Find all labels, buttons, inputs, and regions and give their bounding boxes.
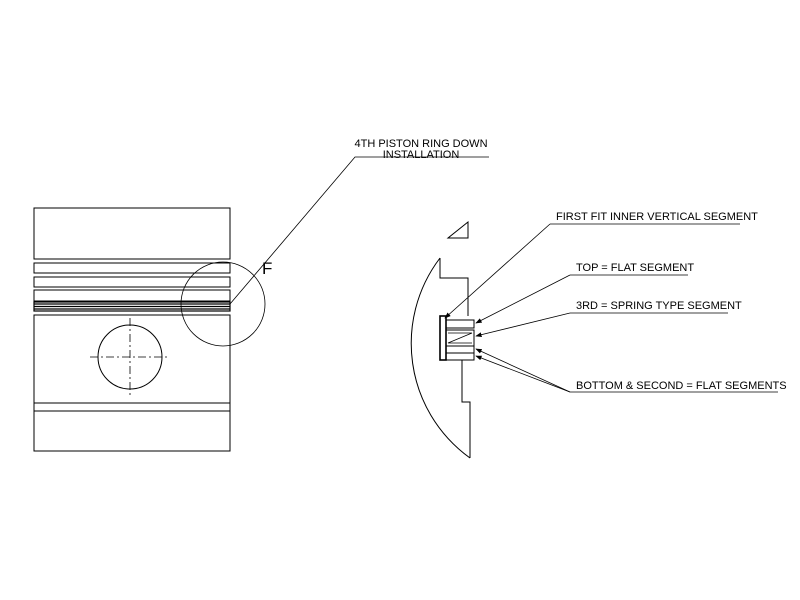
detail-letter: F <box>262 259 272 278</box>
third-leader <box>475 312 571 338</box>
top-label: TOP = FLAT SEGMENT <box>576 262 694 274</box>
inner-vertical-segment <box>439 315 447 361</box>
ring-land-3 <box>33 289 231 302</box>
bottom-leader <box>475 355 571 393</box>
second-leader <box>475 348 571 393</box>
first-fit-label: FIRST FIT INNER VERTICAL SEGMENT <box>556 211 758 223</box>
first-fit-leader <box>444 223 551 319</box>
detail-f-section <box>410 220 475 459</box>
piston-side-view <box>33 207 266 452</box>
installation-label-line1: 4TH PISTON RING DOWN <box>354 138 487 150</box>
section-outer-arc <box>410 257 471 459</box>
ring-land-2 <box>33 276 231 288</box>
top-leader <box>475 274 571 324</box>
third-label: 3RD = SPRING TYPE SEGMENT <box>576 300 742 312</box>
bottom-flat-segment <box>445 352 475 361</box>
second-flat-segment <box>445 345 475 354</box>
section-lower-profile <box>461 359 471 458</box>
piston-bottom <box>33 410 231 452</box>
installation-label-line2: INSTALLATION <box>383 149 460 161</box>
ring-land-1 <box>33 262 231 274</box>
spring-zigzag <box>447 332 473 344</box>
section-top-wedge <box>446 220 469 239</box>
piston-skirt <box>33 314 231 404</box>
piston-crown <box>33 207 231 260</box>
installation-leader <box>229 156 489 305</box>
detail-circle-f <box>180 261 266 347</box>
bottom-second-label: BOTTOM & SECOND = FLAT SEGMENTS <box>576 380 787 392</box>
section-upper-profile <box>439 258 469 316</box>
skirt-band <box>33 402 231 412</box>
top-flat-segment <box>445 319 475 329</box>
